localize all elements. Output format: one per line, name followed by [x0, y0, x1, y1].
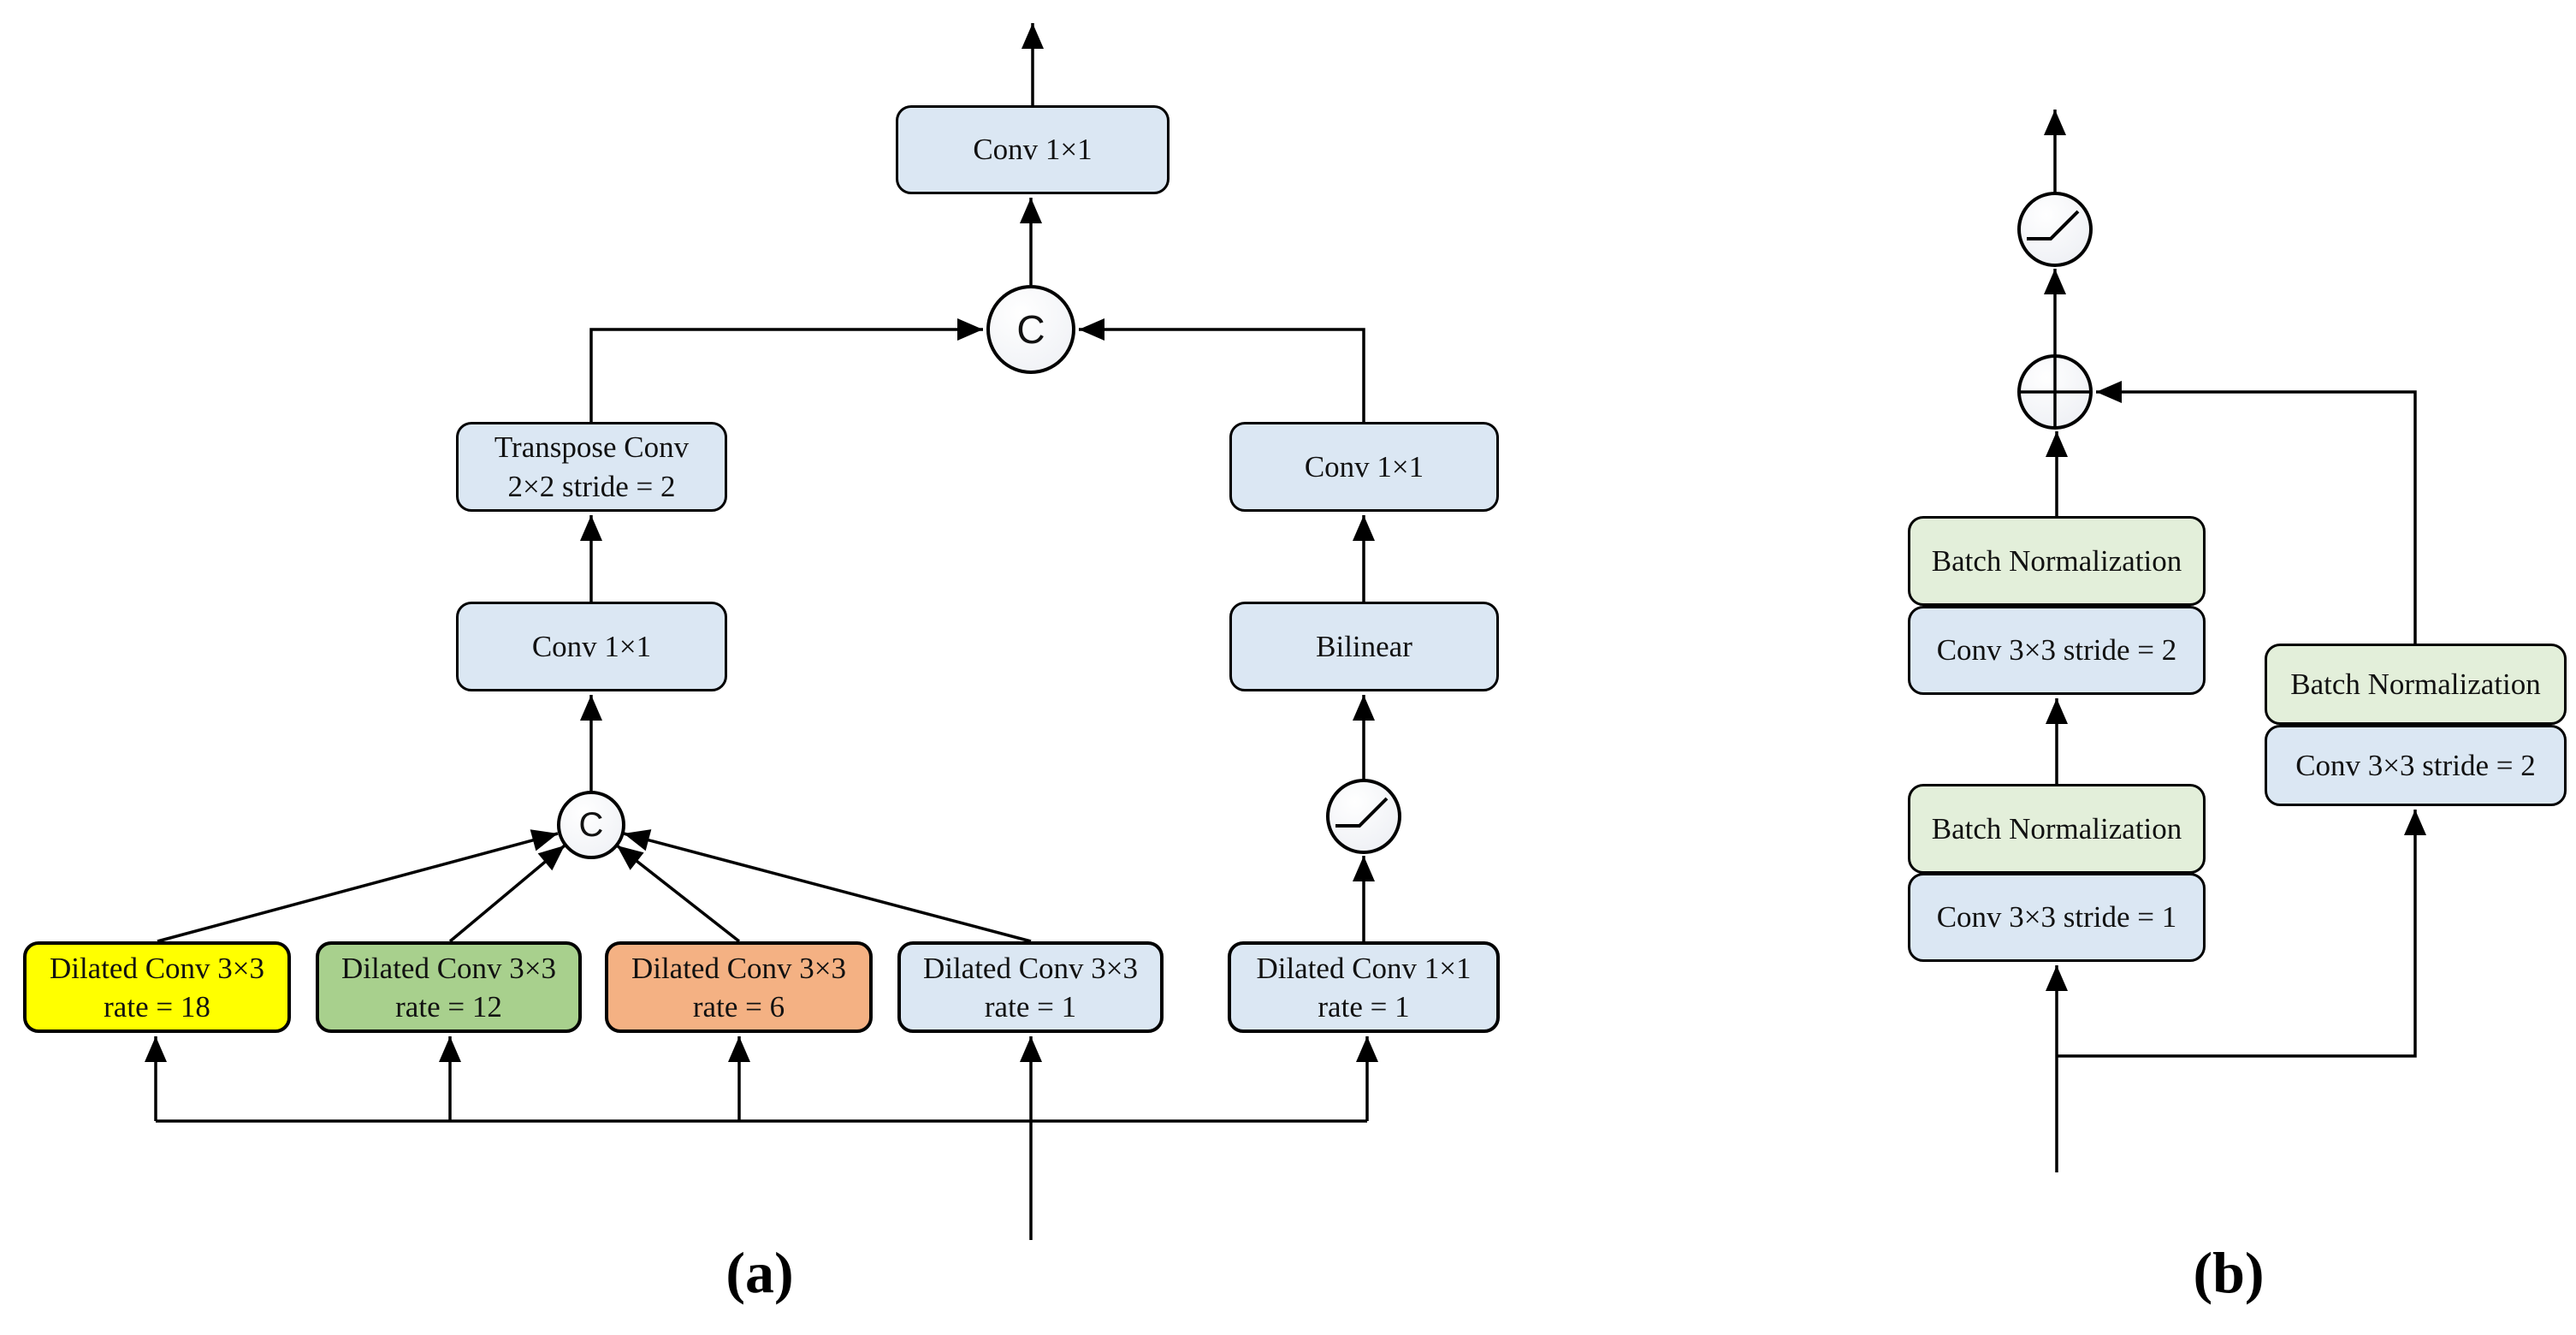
node-conv3x3-stride2: Conv 3×3 stride = 2 [1908, 606, 2206, 695]
node-label: Batch Normalization [1931, 543, 2182, 578]
plus-icon [2019, 356, 2091, 428]
concat-node-top: C [986, 285, 1075, 374]
node-dilated-conv-rate6: Dilated Conv 3×3 rate = 6 [605, 941, 873, 1033]
node-label: Conv 1×1 [1304, 449, 1424, 484]
transpose-to-concat-arrow [589, 318, 983, 422]
node-batch-norm-mid: Batch Normalization [1908, 784, 2206, 874]
node-label: Conv 3×3 stride = 2 [2295, 748, 2536, 782]
node-label-line2: rate = 18 [104, 989, 210, 1024]
node-label: Batch Normalization [2290, 667, 2541, 701]
node-conv3x3-stride1: Conv 3×3 stride = 1 [1908, 873, 2206, 962]
caption-panel-a: (a) [725, 1240, 794, 1305]
node-conv1x1-left: Conv 1×1 [456, 602, 727, 691]
node-label-line1: Transpose Conv [494, 430, 690, 464]
concat-node-bottom: C [557, 791, 625, 859]
node-label: Conv 1×1 [531, 629, 652, 663]
activation-curve-icon [2027, 210, 2080, 240]
node-label-line1: Dilated Conv 3×3 [631, 951, 847, 985]
node-dilated-conv-rate1: Dilated Conv 3×3 rate = 1 [897, 941, 1164, 1033]
node-dilated-conv-rate12: Dilated Conv 3×3 rate = 12 [316, 941, 582, 1033]
skip-branch-line [2057, 810, 2426, 1058]
skip-to-sum-arrow [2096, 381, 2417, 644]
caption-panel-b: (b) [2193, 1240, 2265, 1305]
d12-to-concat-arrow [448, 844, 566, 943]
node-dilated-conv1x1: Dilated Conv 1×1 rate = 1 [1228, 941, 1500, 1033]
node-label: Conv 3×3 stride = 1 [1936, 900, 2177, 934]
node-label-line2: rate = 12 [395, 989, 502, 1024]
node-dilated-conv-rate18: Dilated Conv 3×3 rate = 18 [23, 941, 291, 1033]
activation-node-b [2017, 192, 2093, 267]
activation-curve-icon [1335, 797, 1389, 828]
activation-node-a [1326, 779, 1401, 854]
node-batch-norm-top: Batch Normalization [1908, 516, 2206, 606]
node-conv1x1-right: Conv 1×1 [1229, 422, 1499, 512]
node-label-line1: Dilated Conv 1×1 [1256, 951, 1472, 985]
concat-letter: C [578, 805, 604, 844]
node-label-line1: Dilated Conv 3×3 [49, 951, 265, 985]
node-conv1x1-top: Conv 1×1 [896, 105, 1170, 194]
node-label: Batch Normalization [1931, 811, 2182, 846]
sum-node [2017, 354, 2093, 430]
node-bilinear: Bilinear [1229, 602, 1499, 691]
d18-to-concat-arrow [157, 829, 559, 943]
node-label: Conv 3×3 stride = 2 [1936, 633, 2177, 667]
node-transpose-conv: Transpose Conv 2×2 stride = 2 [456, 422, 727, 512]
node-batch-norm-skip: Batch Normalization [2265, 644, 2567, 725]
node-label-line2: rate = 6 [692, 989, 785, 1024]
node-label-line2: 2×2 stride = 2 [507, 469, 676, 503]
node-label-line2: rate = 1 [1318, 989, 1410, 1024]
node-label-line1: Dilated Conv 3×3 [341, 951, 557, 985]
node-label: Conv 1×1 [973, 133, 1093, 166]
d6-to-concat-arrow [615, 844, 741, 943]
node-conv3x3-stride2-skip: Conv 3×3 stride = 2 [2265, 725, 2567, 806]
node-label: Bilinear [1316, 629, 1412, 663]
rightconv-to-concat-arrow [1079, 318, 1365, 422]
node-label-line2: rate = 1 [984, 989, 1077, 1024]
d1-to-concat-arrow [623, 829, 1032, 943]
node-label-line1: Dilated Conv 3×3 [922, 951, 1139, 985]
concat-letter: C [1016, 307, 1045, 352]
